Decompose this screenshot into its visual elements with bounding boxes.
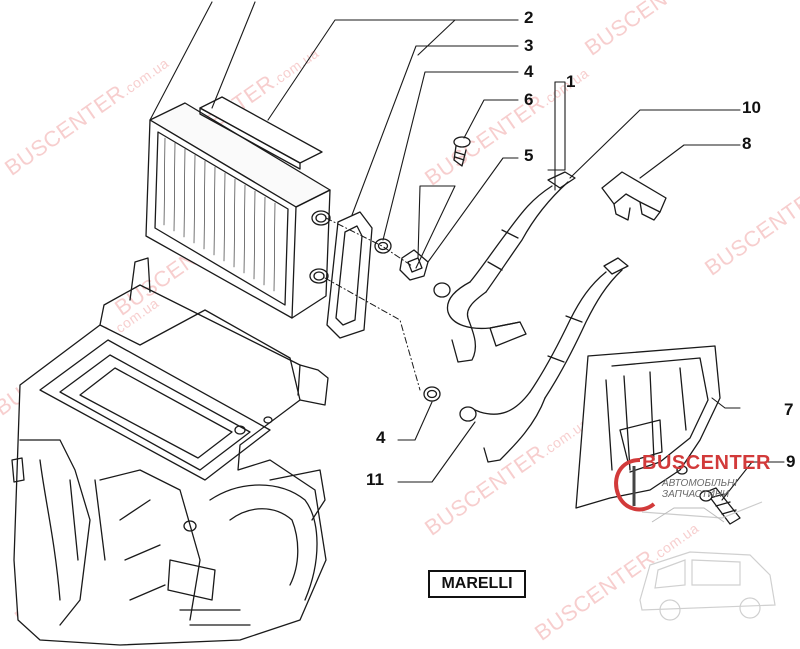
heater-core (145, 102, 331, 319)
o-ring-lower (423, 386, 441, 402)
callout-2: 2 (524, 8, 534, 27)
pipe-upper (433, 171, 576, 363)
clip (399, 249, 429, 281)
callout-8: 8 (742, 134, 752, 153)
callout-3: 3 (524, 36, 534, 55)
callout-4-lower: 4 (376, 428, 386, 447)
callout-7: 7 (784, 400, 794, 419)
bracket (601, 171, 667, 221)
pipe-lower (459, 257, 629, 463)
callout-5: 5 (524, 146, 534, 165)
bolt (699, 487, 741, 525)
screw (453, 136, 471, 167)
callout-11: 11 (366, 470, 384, 489)
callout-4: 4 (524, 62, 534, 81)
callout-1: 1 (566, 72, 576, 91)
callout-10: 10 (742, 98, 761, 117)
leader-lines (149, 1, 785, 501)
assembly-lines (324, 217, 421, 391)
logo-tagline: АВТОМОБІЛЬНІ ЗАПЧАСТИНИ (662, 478, 738, 500)
buscenter-logo: BUSCENTER АВТОМОБІЛЬНІ ЗАПЧАСТИНИ (612, 448, 792, 528)
callout-9: 9 (786, 452, 796, 471)
hvac-housing (11, 257, 329, 646)
callout-6: 6 (524, 90, 534, 109)
marelli-label: MARELLI (428, 570, 526, 598)
logo-emblem-icon (614, 458, 763, 523)
gasket (326, 211, 373, 339)
cover (575, 345, 721, 509)
logo-name: BUSCENTER (642, 452, 771, 474)
van-silhouette-icon (639, 551, 776, 621)
